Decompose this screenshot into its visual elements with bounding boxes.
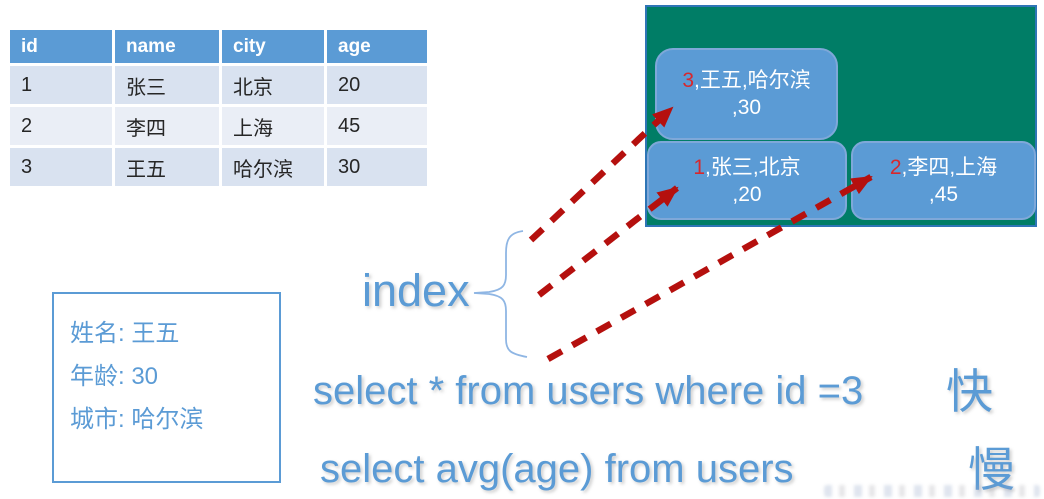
index-label: index bbox=[362, 265, 470, 316]
cell-city: 哈尔滨 bbox=[222, 148, 324, 186]
sql-query-slow: select avg(age) from users bbox=[320, 447, 794, 491]
cell-age: 30 bbox=[327, 148, 427, 186]
col-header-id: id bbox=[10, 30, 112, 63]
users-table: id name city age 1 张三 北京 20 2 李四 上海 45 3… bbox=[7, 27, 430, 189]
storage-block-line1: 1,张三,北京 bbox=[693, 154, 800, 181]
record-card: 姓名: 王五 年龄: 30 城市: 哈尔滨 bbox=[52, 292, 281, 483]
storage-block-line2: ,30 bbox=[731, 96, 762, 119]
cell-city: 北京 bbox=[222, 66, 324, 104]
storage-block-3: 3,王五,哈尔滨 ,30 bbox=[655, 48, 838, 140]
record-card-name: 姓名: 王五 bbox=[70, 320, 180, 347]
col-header-name: name bbox=[115, 30, 219, 63]
record-card-age: 年龄: 30 bbox=[70, 363, 159, 390]
speed-label-fast: 快 bbox=[946, 365, 993, 418]
table-header-row: id name city age bbox=[10, 30, 427, 63]
table-row: 2 李四 上海 45 bbox=[10, 107, 427, 145]
index-brace bbox=[473, 230, 528, 358]
storage-block-line2: ,45 bbox=[928, 182, 959, 206]
cell-age: 45 bbox=[327, 107, 427, 145]
col-header-city: city bbox=[222, 30, 324, 63]
watermark-remnant bbox=[824, 485, 1040, 497]
storage-block-line1: 2,李四,上海 bbox=[890, 154, 997, 181]
record-values: ,张三,北京 bbox=[705, 155, 801, 179]
col-header-age: age bbox=[327, 30, 427, 63]
cell-id: 3 bbox=[10, 148, 112, 186]
record-id: 1 bbox=[693, 155, 705, 179]
cell-name: 王五 bbox=[115, 148, 219, 186]
record-id: 3 bbox=[682, 69, 694, 92]
speed-label-slow: 慢 bbox=[968, 443, 1015, 496]
cell-id: 2 bbox=[10, 107, 112, 145]
table-row: 3 王五 哈尔滨 30 bbox=[10, 148, 427, 186]
cell-city: 上海 bbox=[222, 107, 324, 145]
cell-id: 1 bbox=[10, 66, 112, 104]
storage-panel: 3,王五,哈尔滨 ,30 1,张三,北京 ,20 2,李四,上海 ,45 bbox=[645, 5, 1037, 227]
storage-block-2: 2,李四,上海 ,45 bbox=[851, 141, 1036, 220]
storage-block-1: 1,张三,北京 ,20 bbox=[647, 141, 847, 220]
cell-name: 张三 bbox=[115, 66, 219, 104]
cell-age: 20 bbox=[327, 66, 427, 104]
record-values: ,李四,上海 bbox=[901, 155, 998, 179]
record-id: 2 bbox=[889, 155, 902, 179]
table-row: 1 张三 北京 20 bbox=[10, 66, 427, 104]
record-values: ,王五,哈尔滨 bbox=[694, 69, 811, 92]
storage-block-line2: ,20 bbox=[732, 182, 762, 206]
storage-block-line1: 3,王五,哈尔滨 bbox=[682, 67, 810, 94]
cell-name: 李四 bbox=[115, 107, 219, 145]
sql-query-fast: select * from users where id =3 bbox=[313, 369, 864, 413]
record-card-city: 城市: 哈尔滨 bbox=[70, 406, 204, 433]
